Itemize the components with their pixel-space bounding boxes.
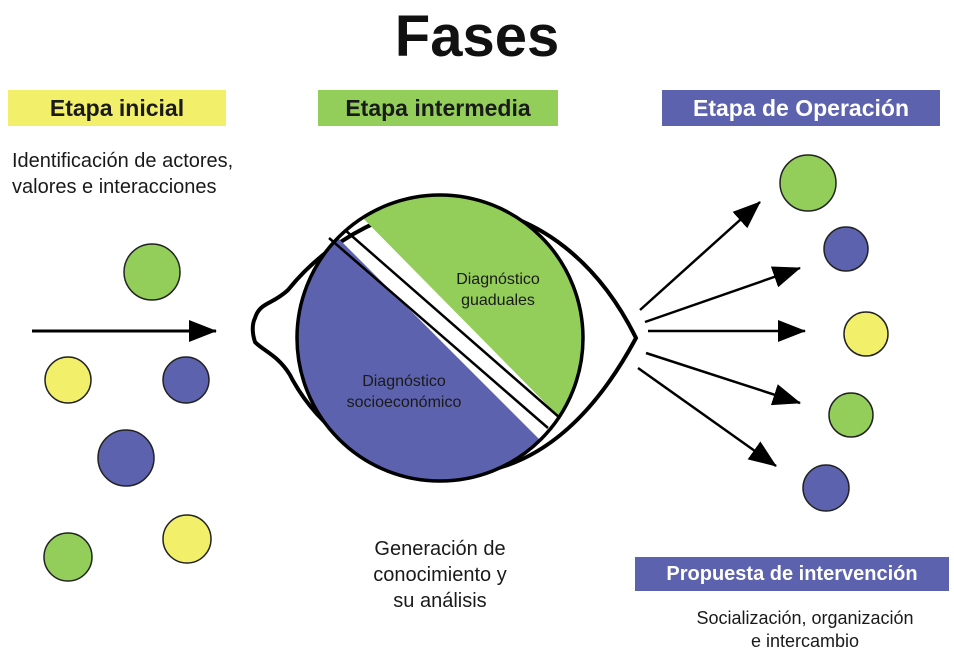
output-circle-blue-1 <box>823 226 869 272</box>
lens-bottom-line-2: socioeconómico <box>347 394 462 411</box>
intermediate-description-line-3: su análisis <box>393 590 487 612</box>
operation-description-line-2: e intercambio <box>750 631 860 651</box>
output-circle-green-2 <box>828 392 874 438</box>
intermediate-description-line-1: Generación de <box>374 538 506 560</box>
input-circle-yellow-2 <box>162 514 212 564</box>
output-arrow-2 <box>644 266 801 324</box>
output-circle-green-1 <box>779 154 837 212</box>
output-arrow-4 <box>645 351 801 406</box>
input-circle-green-2 <box>43 532 93 582</box>
stage-initial-label: Etapa inicial <box>8 90 226 126</box>
stage-intermediate-label: Etapa intermedia <box>318 90 558 126</box>
page-title: Fases <box>394 4 560 69</box>
lens-top-line-2: guaduales <box>461 292 535 309</box>
stage-operation-label: Etapa de Operación <box>662 90 940 126</box>
lens-segment-guaduales <box>345 195 583 481</box>
output-circle-blue-2 <box>802 464 850 512</box>
operation-description: Socialización, organización e intercambi… <box>665 607 945 653</box>
input-circle-blue-2 <box>97 429 155 487</box>
lens-top-line-1: Diagnóstico <box>456 271 540 288</box>
input-circle-blue-1 <box>162 356 210 404</box>
input-circle-yellow-1 <box>44 356 92 404</box>
initial-description-line-1: Identificación de actores, <box>12 150 234 172</box>
initial-description: Identificación de actores, valores e int… <box>12 148 312 200</box>
output-label: Propuesta de intervención <box>635 557 949 591</box>
intermediate-description-line-2: conocimiento y <box>373 564 507 586</box>
output-circle-yellow-1 <box>843 311 889 357</box>
initial-description-line-2: valores e interacciones <box>12 176 217 198</box>
output-arrow-1 <box>639 201 761 311</box>
lens-bottom-line-1: Diagnóstico <box>362 373 446 390</box>
operation-description-line-1: Socialización, organización <box>696 608 914 628</box>
output-arrow-5 <box>637 366 777 468</box>
intermediate-description: Generación de conocimiento y su análisis <box>330 536 550 614</box>
input-circle-green-1 <box>123 243 181 301</box>
